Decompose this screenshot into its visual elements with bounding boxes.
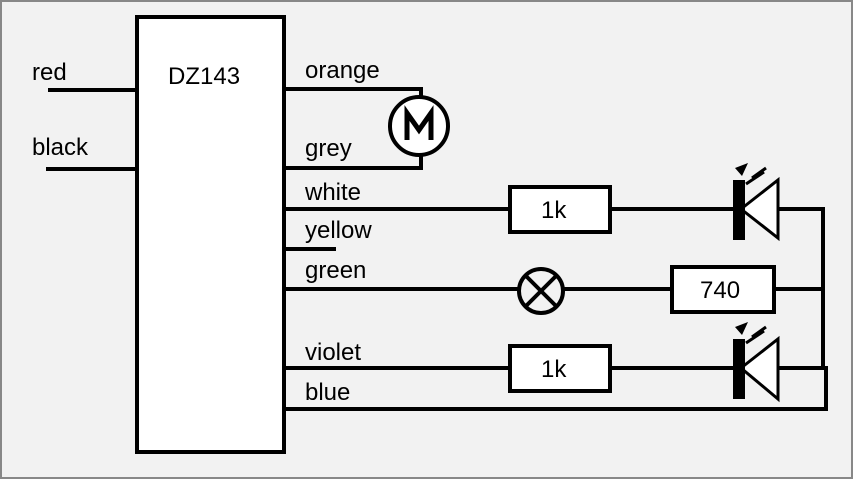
led-1-arrowhead bbox=[735, 163, 748, 176]
led-2-arrow-a bbox=[745, 329, 765, 345]
resistor-violet bbox=[508, 344, 612, 393]
led-1-arrow-b bbox=[751, 166, 767, 180]
resistor-white-label: 1k bbox=[541, 197, 567, 224]
motor-m-glyph bbox=[404, 105, 434, 140]
led-2-bar bbox=[733, 339, 745, 399]
lamp-cross-b bbox=[524, 274, 558, 308]
led-1-triangle bbox=[738, 176, 780, 242]
label-red: red bbox=[32, 59, 67, 86]
led-2-triangle bbox=[738, 335, 780, 403]
led-1-bar bbox=[733, 180, 745, 240]
motor-symbol bbox=[388, 95, 450, 157]
led-1-arrow-a bbox=[745, 170, 765, 186]
resistor-violet-label: 1k bbox=[541, 356, 567, 383]
label-black: black bbox=[32, 134, 89, 161]
led-1 bbox=[733, 163, 780, 242]
module-label: DZ143 bbox=[168, 63, 240, 90]
label-violet: violet bbox=[305, 339, 361, 366]
lamp-symbol bbox=[517, 267, 565, 315]
resistor-white bbox=[508, 185, 612, 234]
dz143-module bbox=[135, 15, 286, 454]
led-2-arrow-b bbox=[751, 325, 767, 339]
wire-grey bbox=[284, 152, 423, 170]
label-yellow: yellow bbox=[305, 217, 372, 244]
label-white: white bbox=[304, 179, 361, 206]
led-2-arrowhead bbox=[735, 322, 748, 335]
label-grey: grey bbox=[305, 135, 352, 162]
wire-orange bbox=[284, 87, 423, 97]
label-blue: blue bbox=[305, 379, 350, 406]
label-orange: orange bbox=[305, 57, 380, 84]
label-green: green bbox=[305, 257, 366, 284]
resistor-green-label: 740 bbox=[700, 277, 740, 304]
led-2 bbox=[733, 322, 780, 403]
wire-blue bbox=[284, 366, 828, 411]
